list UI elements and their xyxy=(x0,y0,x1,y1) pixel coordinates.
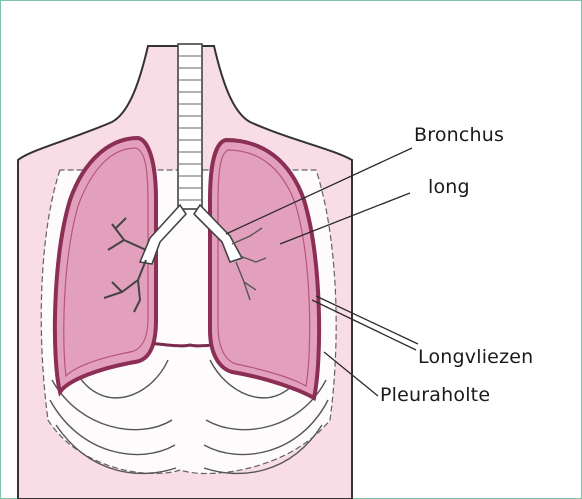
label-pleuraholte: Pleuraholte xyxy=(380,384,490,406)
label-long: long xyxy=(428,176,470,198)
trachea xyxy=(178,44,202,209)
label-bronchus: Bronchus xyxy=(414,124,504,146)
label-longvliezen: Longvliezen xyxy=(418,346,533,368)
